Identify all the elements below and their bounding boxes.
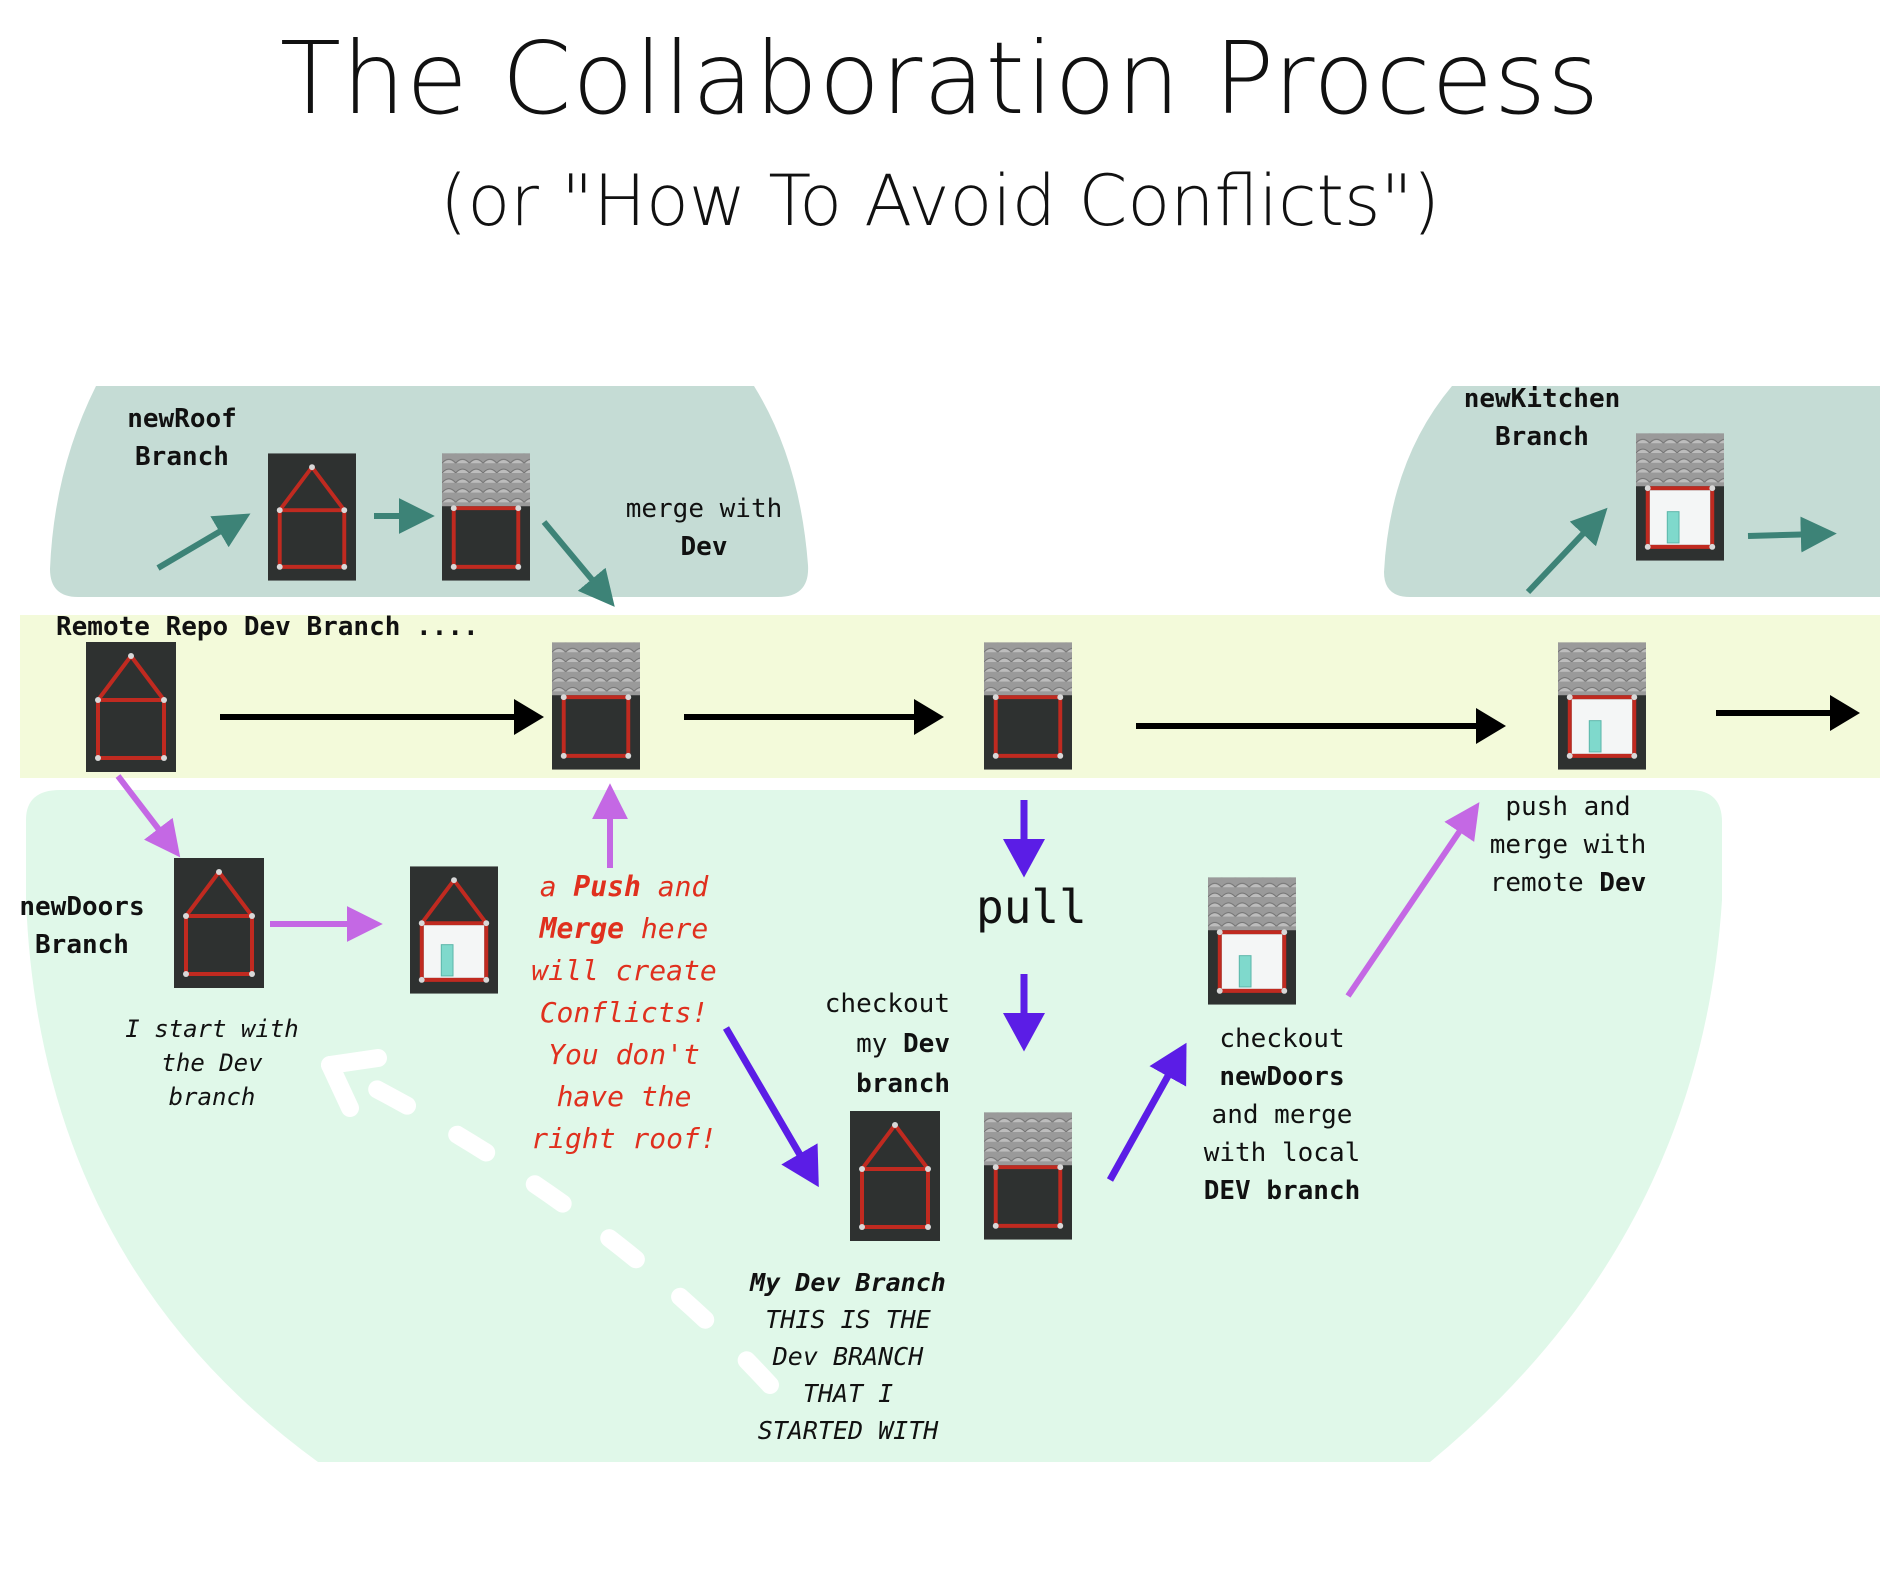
label-part: Dev — [1599, 868, 1647, 898]
push-merge-label: push and merge with remote Dev — [1464, 788, 1672, 902]
purple-arrow — [722, 1026, 819, 1188]
label-line: checkout — [824, 989, 950, 1019]
label-line: You don't — [548, 1038, 700, 1071]
label-line: THAT I — [802, 1379, 894, 1408]
house-roof-tile — [984, 1112, 1072, 1239]
house-frame-tile — [268, 452, 356, 582]
conflict-warning: a Push and Merge here will create Confli… — [516, 866, 732, 1160]
label-line: remote Dev — [1464, 864, 1672, 902]
remote-repo-label: Remote Repo Dev Branch .... — [56, 612, 479, 642]
label-line: My Dev Branch — [750, 1268, 946, 1297]
purple-arrow — [1106, 1042, 1187, 1182]
merge-with-dev-label: merge with Dev — [612, 490, 796, 566]
page-subtitle: (or "How To Avoid Conflicts") — [440, 160, 1440, 242]
label-part: a — [539, 870, 574, 903]
label-part: and — [640, 870, 709, 903]
label-line: newRoof — [127, 404, 237, 434]
house-roof-door-tile — [1558, 642, 1646, 769]
label-line: newDoors — [19, 892, 145, 922]
start-note: I start with the Dev branch — [112, 1012, 312, 1114]
house-frame-tile — [850, 1111, 940, 1241]
my-dev-note: My Dev Branch THIS IS THE Dev BRANCH THA… — [730, 1264, 966, 1449]
label-line: THIS IS THE — [765, 1305, 931, 1334]
new-doors-branch-label: newDoors Branch — [14, 888, 150, 964]
label-line: newDoors — [1219, 1062, 1345, 1092]
teal-arrow — [541, 520, 615, 607]
checkout-new-doors-label: checkout newDoors and merge with local D… — [1180, 1020, 1384, 1210]
checkout-dev-label: checkout my Dev branch — [790, 984, 950, 1104]
label-line: merge with — [1489, 830, 1647, 860]
new-roof-branch-label: newRoof Branch — [112, 400, 252, 476]
house-roof-door-tile — [1208, 876, 1296, 1006]
label-line: branch — [856, 1069, 950, 1099]
label-line: Conflicts! — [539, 996, 709, 1029]
label-line: will create — [531, 954, 717, 987]
label-line: I start with — [125, 1015, 299, 1043]
teal-arrow — [1525, 507, 1608, 595]
label-line: Branch — [1495, 422, 1589, 452]
label-part: my — [856, 1029, 904, 1059]
return-dashed-arrow — [321, 1049, 779, 1394]
teal-arrow — [156, 513, 251, 571]
house-frame-tile — [86, 642, 176, 772]
label-part: Push — [573, 870, 641, 903]
label-line: branch — [168, 1083, 256, 1111]
label-part: here — [624, 912, 709, 945]
label-line: a Push and — [516, 866, 732, 908]
pull-label: pull — [976, 880, 1087, 934]
label-line: Dev — [680, 532, 728, 562]
label-line: right roof! — [531, 1122, 717, 1155]
label-line: Branch — [135, 442, 229, 472]
house-door-tile — [410, 866, 498, 993]
new-kitchen-band — [1384, 386, 1880, 597]
label-line: the Dev — [161, 1049, 263, 1077]
label-line: with local — [1203, 1138, 1361, 1168]
house-roof-door-tile — [1636, 432, 1724, 562]
house-roof-tile — [552, 642, 640, 769]
new-kitchen-branch-label: newKitchen Branch — [1448, 380, 1636, 456]
teal-arrow — [1747, 516, 1837, 553]
label-line: merge with — [625, 494, 783, 524]
label-line: have the — [556, 1080, 692, 1113]
label-line: Branch — [35, 930, 129, 960]
label-line: newKitchen — [1463, 384, 1621, 414]
pink-arrow — [1345, 802, 1480, 998]
label-line: STARTED WITH — [757, 1416, 939, 1445]
label-line: checkout — [1219, 1024, 1345, 1054]
label-line: Dev BRANCH — [772, 1342, 924, 1371]
label-part: Dev — [903, 1029, 950, 1059]
label-line: my Dev — [790, 1024, 950, 1064]
label-part: remote — [1489, 868, 1600, 898]
label-line: DEV branch — [1203, 1176, 1361, 1206]
house-frame-tile — [174, 858, 264, 988]
label-line: and merge — [1211, 1100, 1353, 1130]
label-part: Merge — [539, 912, 624, 945]
label-line: push and — [1505, 792, 1631, 822]
house-roof-tile — [984, 642, 1072, 769]
house-roof-tile — [442, 452, 530, 582]
pink-arrow — [115, 774, 181, 858]
page-title: The Collaboration Process — [279, 20, 1601, 137]
label-line: Merge here — [516, 908, 732, 950]
